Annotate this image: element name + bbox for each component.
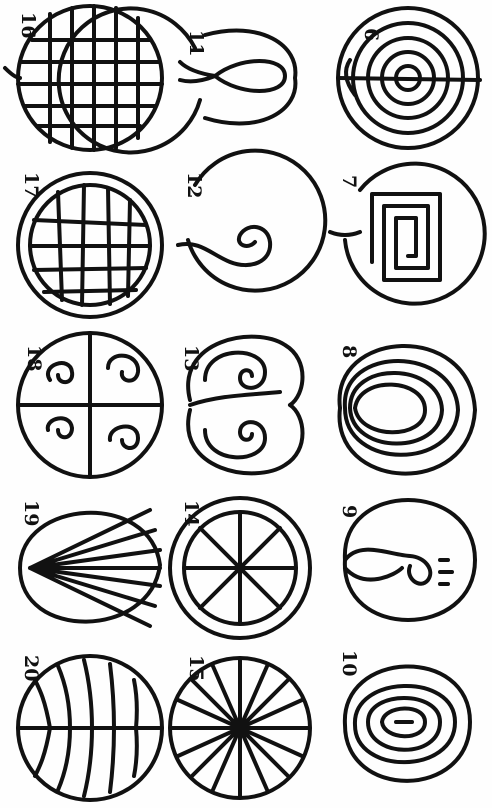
label-6: 6 <box>360 28 382 41</box>
motif-19: 19 <box>20 500 160 626</box>
label-9: 9 <box>338 505 360 518</box>
label-20: 20 <box>20 655 42 681</box>
motif-13: 13 <box>180 337 303 474</box>
motif-18: 18 <box>18 333 162 477</box>
motif-14: 14 <box>170 498 310 638</box>
label-10: 10 <box>338 650 360 676</box>
label-16: 16 <box>17 12 39 38</box>
label-11: 11 <box>185 30 207 56</box>
motif-15: 15 <box>170 655 310 798</box>
motif-12: 12 <box>178 151 325 291</box>
label-15: 15 <box>185 655 207 681</box>
label-18: 18 <box>23 345 45 371</box>
motif-10: 10 <box>338 650 470 781</box>
motif-20: 20 <box>18 655 162 800</box>
motif-6: 6 <box>338 8 480 148</box>
label-8: 8 <box>338 345 360 358</box>
label-7: 7 <box>338 175 360 188</box>
motif-9: 9 <box>338 500 475 620</box>
label-13: 13 <box>180 345 202 371</box>
motif-8: 8 <box>338 345 475 474</box>
label-12: 12 <box>183 172 205 198</box>
motif-17: 17 <box>18 172 162 317</box>
label-17: 17 <box>20 172 42 198</box>
label-14: 14 <box>180 500 202 526</box>
label-19: 19 <box>20 500 42 526</box>
